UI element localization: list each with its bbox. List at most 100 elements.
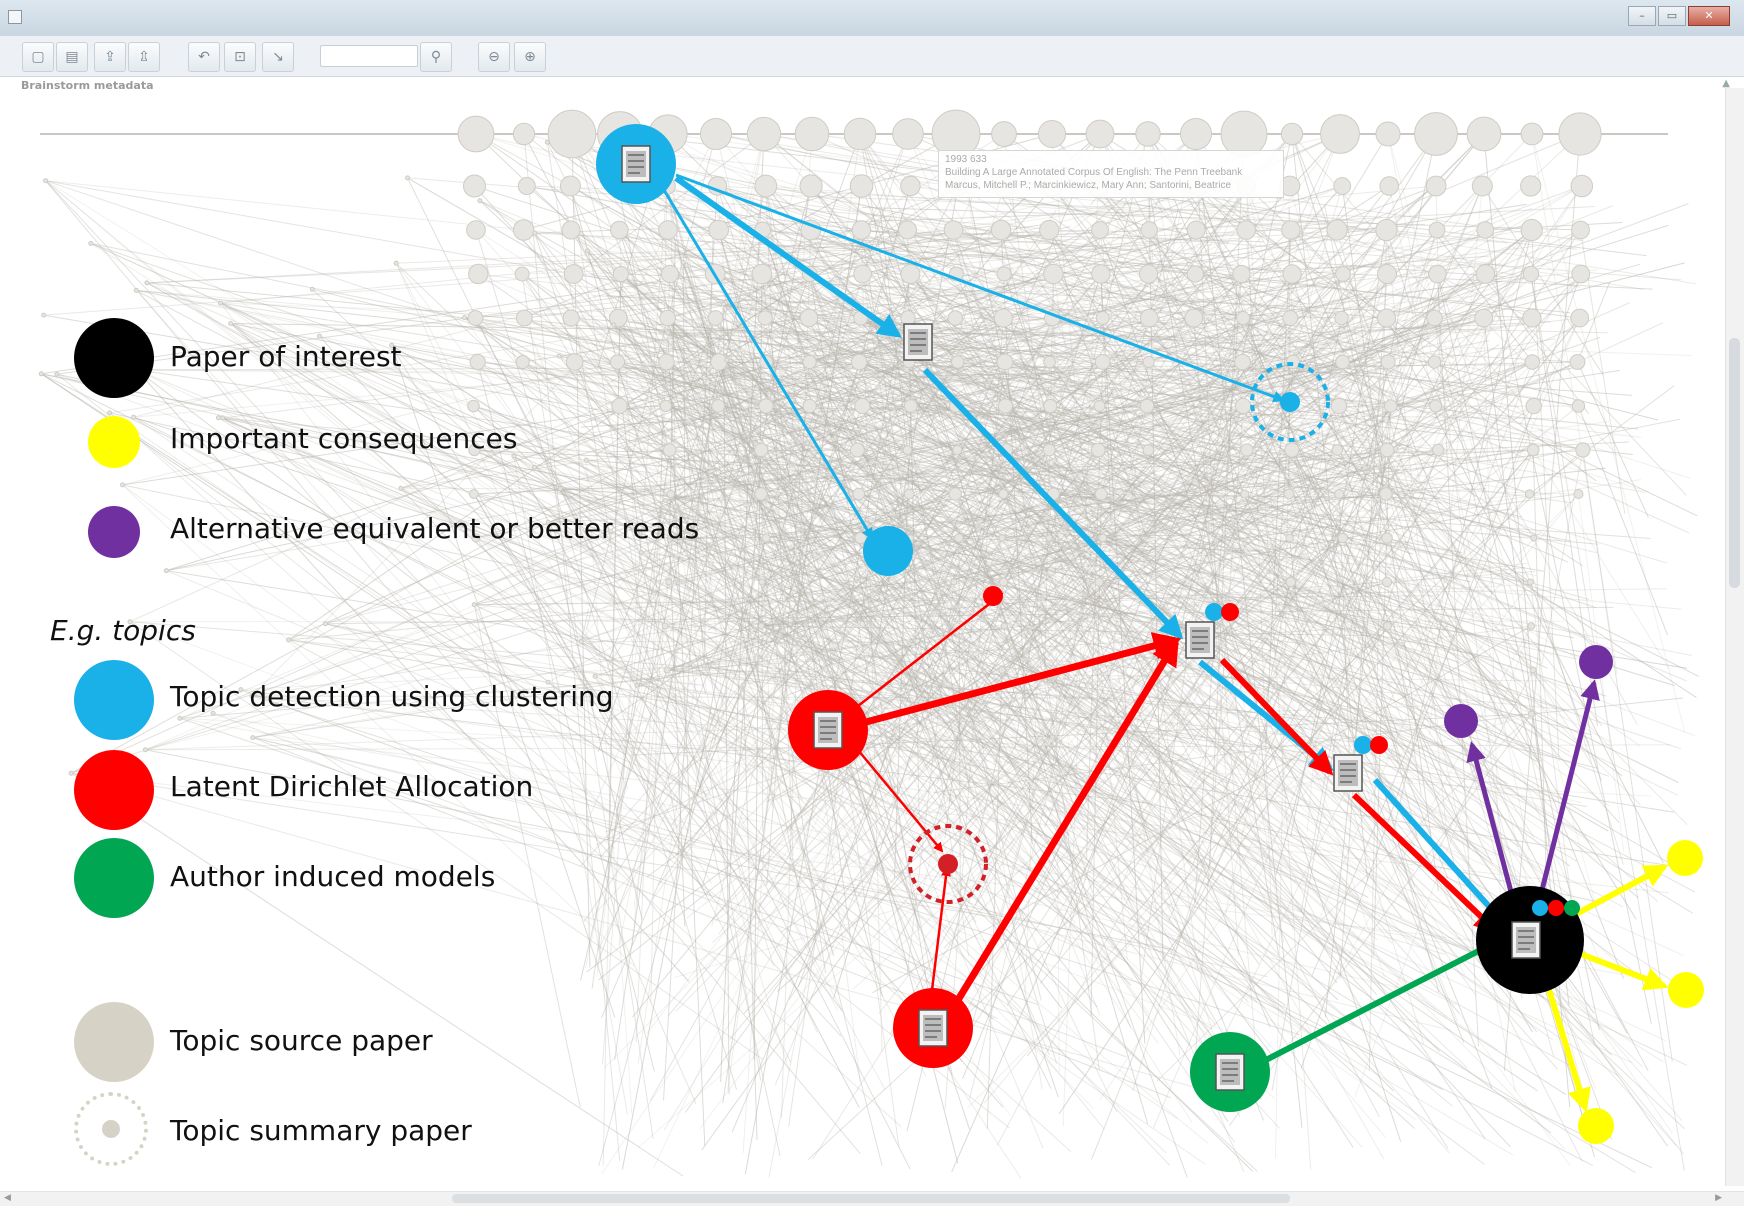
link-button[interactable]: ↘: [262, 42, 294, 72]
citation-edge: [1386, 581, 1649, 1072]
citation-edge: [1290, 133, 1437, 837]
close-button[interactable]: ✕: [1688, 6, 1730, 26]
citation-edge: [252, 575, 1254, 739]
citation-edge: [1136, 317, 1581, 863]
paper-node: [998, 534, 1006, 542]
zoom-in-button[interactable]: ⊕: [514, 42, 546, 72]
undo-button[interactable]: ↶: [188, 42, 220, 72]
citation-edge: [1094, 361, 1150, 801]
citation-edge: [1131, 229, 1581, 437]
paper-node: [1334, 310, 1349, 326]
citation-edge: [570, 185, 1416, 365]
citation-edge: [145, 434, 1025, 751]
citation-edge: [743, 542, 1351, 686]
citation-edge: [1100, 210, 1179, 495]
citation-edge: [784, 273, 1242, 304]
scroll-right-icon[interactable]: ▶: [1715, 1193, 1722, 1203]
citation-edge: [926, 229, 1533, 853]
node-summary-red: [938, 854, 958, 874]
zoom-out-button[interactable]: ⊖: [478, 42, 510, 72]
citation-edge: [1126, 473, 1245, 495]
citation-edge: [1156, 713, 1532, 1082]
horizontal-scroll-thumb[interactable]: [452, 1194, 1290, 1203]
minimize-button[interactable]: –: [1628, 6, 1656, 26]
scroll-left-icon[interactable]: ◀: [4, 1193, 11, 1203]
marker-red: [1370, 736, 1388, 754]
citation-edge: [109, 412, 1172, 647]
citation-edge: [598, 229, 1533, 981]
citation-edge: [1099, 508, 1511, 583]
marker-red: [1548, 900, 1564, 916]
citation-edge: [513, 455, 845, 707]
citation-edge: [474, 449, 819, 467]
paper-node: [993, 308, 1013, 328]
edge-red: [930, 866, 951, 991]
citation-edge: [667, 317, 1076, 924]
fit-button[interactable]: ⊡: [224, 42, 256, 72]
paper-node: [892, 118, 924, 150]
citation-edge: [665, 500, 1107, 839]
export-button[interactable]: ⇫: [128, 42, 160, 72]
legend-black-dot: [74, 318, 154, 398]
citation-edge: [581, 641, 1009, 643]
citation-edge: [478, 273, 1070, 679]
citation-edge: [1209, 133, 1245, 865]
import-button[interactable]: ⇪: [94, 42, 126, 72]
citation-edge: [251, 695, 1189, 756]
vertical-scroll-thumb[interactable]: [1729, 338, 1740, 588]
citation-edge: [319, 335, 1004, 1108]
paper-node: [991, 121, 1017, 147]
paper-node: [562, 309, 580, 327]
citation-edge: [599, 133, 1293, 858]
citation-edge: [179, 670, 744, 719]
citation-edge: [1241, 255, 1490, 275]
citation-edge: [1091, 185, 1483, 1160]
citation-edge: [717, 405, 1262, 1100]
toolbar: ▢ ▤ ⇪ ⇫ ↶ ⊡ ↘ ⚲ ⊖ ⊕: [0, 36, 1744, 77]
citation-edge: [475, 537, 843, 1011]
citation-edge: [1003, 382, 1346, 583]
citation-edge: [558, 355, 1207, 827]
citation-edge: [666, 185, 884, 997]
highlight-nodes[interactable]: [596, 124, 1704, 1144]
citation-edge: [1102, 361, 1324, 841]
paper-node: [565, 353, 584, 371]
citation-edge: [1102, 250, 1227, 319]
citation-edge: [667, 133, 1593, 668]
new-button[interactable]: ▢: [22, 42, 54, 72]
citation-edge: [1429, 185, 1483, 736]
citation-edge: [1147, 133, 1458, 583]
node-red-small: [983, 586, 1003, 606]
paper-node: [43, 178, 49, 184]
citation-edge: [761, 476, 1164, 627]
citation-edge: [288, 280, 805, 641]
maximize-button[interactable]: ▭: [1658, 6, 1686, 26]
citation-edge: [558, 355, 1144, 487]
citation-edge: [858, 493, 1041, 630]
citation-edge: [70, 350, 1007, 774]
citation-edge: [858, 493, 877, 693]
paper-node: [1426, 309, 1443, 327]
marker-green: [1564, 900, 1580, 916]
search-input[interactable]: [320, 45, 418, 67]
paper-node: [758, 578, 766, 586]
citation-edge: [618, 229, 812, 615]
paper-node: [854, 531, 867, 545]
horizontal-scrollbar[interactable]: ◀ ▶: [0, 1191, 1744, 1206]
save-button[interactable]: ▤: [56, 42, 88, 72]
citation-edge: [810, 229, 889, 431]
paper-node: [947, 310, 963, 326]
search-button[interactable]: ⚲: [420, 42, 452, 72]
paper-node: [665, 578, 673, 586]
paper-node: [1284, 442, 1300, 458]
citation-edge: [547, 522, 643, 920]
citation-edge: [1003, 185, 1583, 567]
paper-node: [1432, 443, 1445, 457]
citation-edge: [109, 412, 902, 1128]
paper-node: [515, 355, 530, 369]
vertical-scrollbar[interactable]: [1725, 88, 1744, 1186]
node-summary-red-ring: [908, 824, 988, 904]
citation-edge: [809, 273, 1101, 1016]
collapse-icon[interactable]: ▲: [1722, 78, 1730, 89]
